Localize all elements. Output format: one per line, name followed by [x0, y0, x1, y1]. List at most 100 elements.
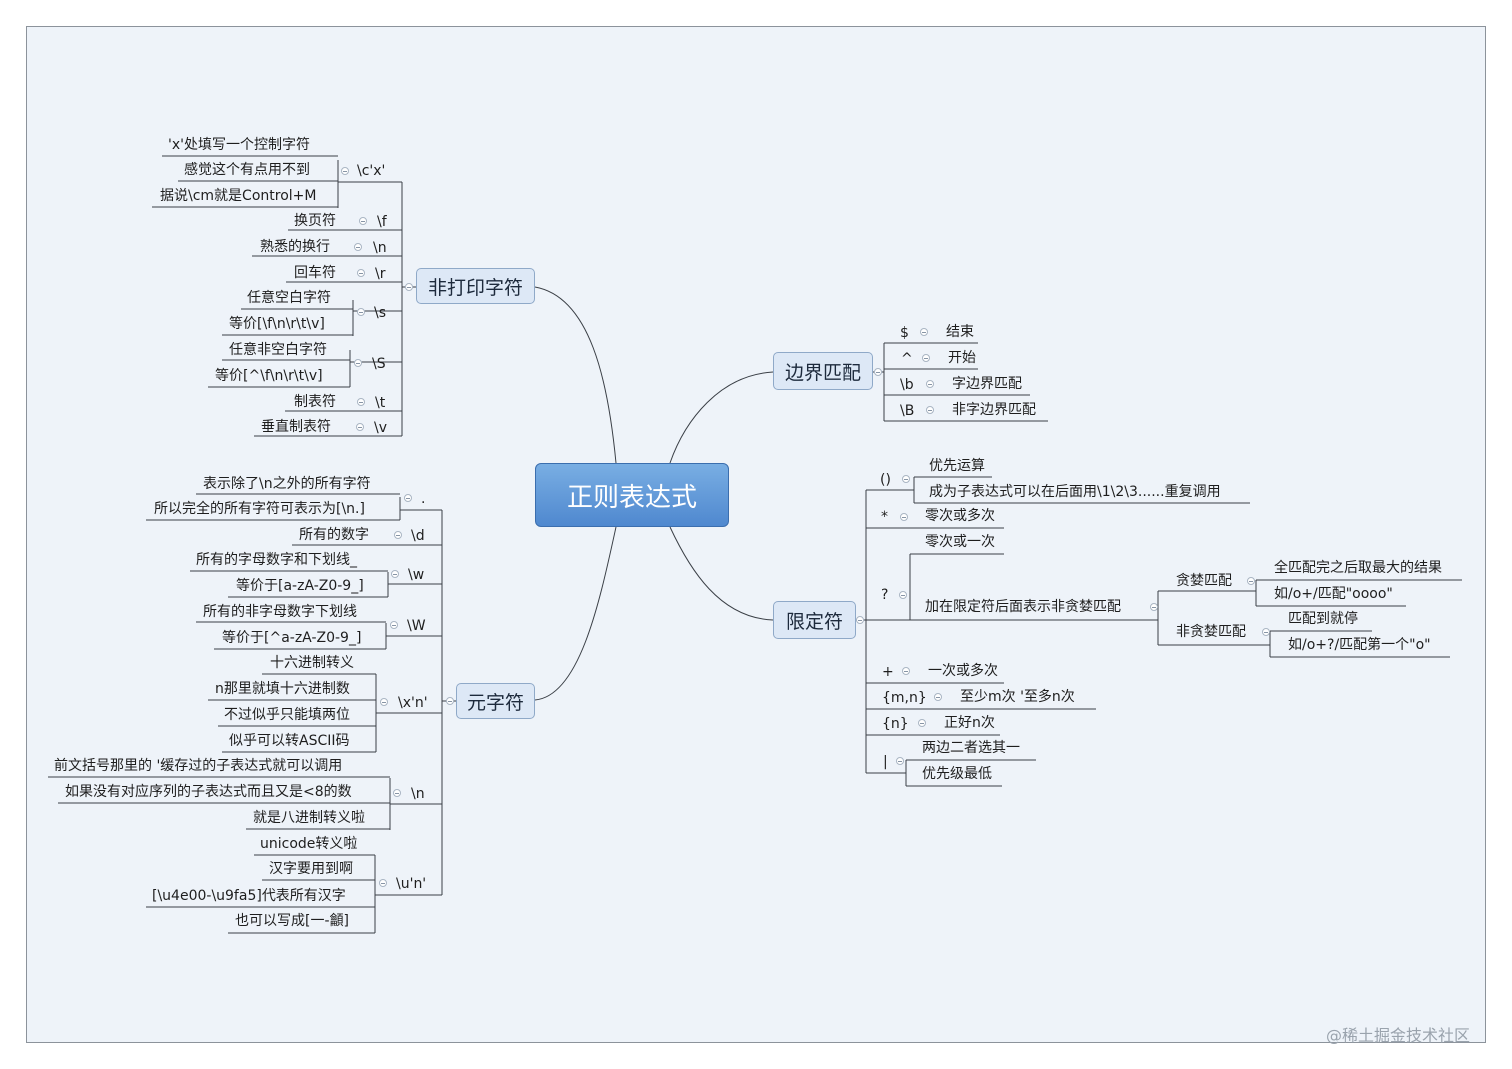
collapse-toggle-icon[interactable]	[379, 879, 387, 887]
node-key[interactable]: \w	[408, 567, 425, 583]
node-key[interactable]: +	[882, 664, 894, 680]
collapse-toggle-icon[interactable]	[874, 368, 882, 376]
collapse-toggle-icon[interactable]	[926, 380, 934, 388]
node-key[interactable]: ?	[881, 587, 889, 603]
node-note[interactable]: 优先级最低	[922, 766, 992, 782]
node-key[interactable]: \n	[411, 786, 425, 802]
root-topic[interactable]: 正则表达式	[535, 463, 729, 527]
collapse-toggle-icon[interactable]	[390, 621, 398, 629]
node-note[interactable]: 也可以写成[一-龥]	[235, 913, 349, 929]
node-note[interactable]: 贪婪匹配	[1176, 573, 1232, 589]
node-note[interactable]: 正好n次	[944, 715, 995, 731]
node-note[interactable]: 等价于[^a-zA-Z0-9_]	[222, 630, 362, 646]
node-note[interactable]: 前文括号那里的 '缓存过的子表达式就可以调用	[54, 758, 343, 774]
node-key[interactable]: .	[421, 491, 426, 507]
collapse-toggle-icon[interactable]	[446, 697, 454, 705]
collapse-toggle-icon[interactable]	[357, 269, 365, 277]
collapse-toggle-icon[interactable]	[357, 398, 365, 406]
node-key[interactable]: \S	[372, 356, 386, 372]
node-note[interactable]: 所有的数字	[299, 527, 369, 543]
collapse-toggle-icon[interactable]	[405, 283, 413, 291]
node-note[interactable]: 成为子表达式可以在后面用\1\2\3......重复调用	[929, 484, 1221, 500]
node-note[interactable]: 任意空白字符	[247, 290, 331, 306]
node-key[interactable]: \W	[407, 618, 426, 634]
collapse-toggle-icon[interactable]	[926, 406, 934, 414]
node-key[interactable]: \d	[411, 528, 425, 544]
collapse-toggle-icon[interactable]	[934, 693, 942, 701]
collapse-toggle-icon[interactable]	[918, 719, 926, 727]
node-note[interactable]: 优先运算	[929, 458, 985, 474]
node-key[interactable]: \b	[900, 377, 914, 393]
node-note[interactable]: 所有的字母数字和下划线_	[196, 552, 357, 568]
node-key[interactable]: {m,n}	[882, 690, 927, 706]
collapse-toggle-icon[interactable]	[380, 698, 388, 706]
node-note[interactable]: 'x'处填写一个控制字符	[168, 137, 310, 153]
node-note[interactable]: 零次或一次	[925, 534, 995, 550]
collapse-toggle-icon[interactable]	[356, 423, 364, 431]
topic-quant[interactable]: 限定符	[773, 601, 856, 639]
node-note[interactable]: 等价[\f\n\r\t\v]	[229, 316, 325, 332]
node-key[interactable]: \B	[900, 403, 915, 419]
node-note[interactable]: 零次或多次	[925, 508, 995, 524]
node-note[interactable]: 等价[^\f\n\r\t\v]	[215, 368, 323, 384]
topic-nonprint[interactable]: 非打印字符	[416, 268, 535, 304]
node-key[interactable]: \n	[373, 240, 387, 256]
collapse-toggle-icon[interactable]	[1150, 603, 1158, 611]
node-key[interactable]: $	[900, 325, 909, 341]
node-note[interactable]: [\u4e00-\u9fa5]代表所有汉字	[152, 888, 346, 904]
node-note[interactable]: 一次或多次	[928, 663, 998, 679]
node-note[interactable]: 如果没有对应序列的子表达式而且又是<8的数	[65, 784, 352, 800]
node-key[interactable]: ()	[880, 472, 891, 488]
node-key[interactable]: \t	[375, 395, 386, 411]
node-key[interactable]: \v	[374, 420, 388, 436]
node-note[interactable]: unicode转义啦	[260, 836, 358, 852]
topic-meta[interactable]: 元字符	[456, 683, 535, 719]
node-note[interactable]: n那里就填十六进制数	[215, 681, 350, 697]
collapse-toggle-icon[interactable]	[354, 243, 362, 251]
collapse-toggle-icon[interactable]	[899, 591, 907, 599]
node-note[interactable]: 等价于[a-zA-Z0-9_]	[236, 578, 364, 594]
node-note[interactable]: 非字边界匹配	[952, 402, 1036, 418]
node-note[interactable]: 至少m次 '至多n次	[960, 689, 1075, 705]
collapse-toggle-icon[interactable]	[404, 494, 412, 502]
node-key[interactable]: ^	[901, 351, 913, 367]
node-note[interactable]: 就是八进制转义啦	[253, 810, 365, 826]
node-note[interactable]: 开始	[948, 350, 976, 366]
node-note[interactable]: 全匹配完之后取最大的结果	[1274, 560, 1442, 576]
node-note[interactable]: 似乎可以转ASCII码	[229, 733, 350, 749]
node-note[interactable]: 垂直制表符	[261, 419, 331, 435]
node-note[interactable]: 两边二者选其一	[922, 740, 1020, 756]
collapse-toggle-icon[interactable]	[856, 616, 864, 624]
node-note[interactable]: 任意非空白字符	[229, 342, 327, 358]
node-note[interactable]: 字边界匹配	[952, 376, 1022, 392]
node-key[interactable]: \u'n'	[396, 876, 427, 892]
topic-boundary[interactable]: 边界匹配	[773, 352, 873, 390]
collapse-toggle-icon[interactable]	[1262, 628, 1270, 636]
collapse-toggle-icon[interactable]	[922, 354, 930, 362]
node-note[interactable]: 制表符	[294, 394, 336, 410]
collapse-toggle-icon[interactable]	[341, 167, 349, 175]
collapse-toggle-icon[interactable]	[920, 328, 928, 336]
node-key[interactable]: \f	[377, 214, 387, 230]
node-note[interactable]: 结束	[946, 324, 974, 340]
collapse-toggle-icon[interactable]	[394, 531, 402, 539]
collapse-toggle-icon[interactable]	[902, 475, 910, 483]
collapse-toggle-icon[interactable]	[393, 789, 401, 797]
node-key[interactable]: \c'x'	[357, 163, 386, 179]
node-note[interactable]: 如/o+/匹配"oooo"	[1274, 586, 1393, 602]
node-note[interactable]: 不过似乎只能填两位	[224, 707, 350, 723]
node-key[interactable]: \s	[374, 305, 387, 321]
node-key[interactable]: \x'n'	[398, 695, 428, 711]
node-note[interactable]: 非贪婪匹配	[1176, 624, 1246, 640]
node-note[interactable]: 匹配到就停	[1288, 611, 1358, 627]
node-note[interactable]: 据说\cm就是Control+M	[160, 188, 317, 204]
node-note[interactable]: 熟悉的换行	[260, 239, 330, 255]
collapse-toggle-icon[interactable]	[354, 359, 362, 367]
collapse-toggle-icon[interactable]	[902, 667, 910, 675]
node-note[interactable]: 感觉这个有点用不到	[184, 162, 310, 178]
collapse-toggle-icon[interactable]	[1247, 577, 1255, 585]
node-key[interactable]: *	[881, 509, 888, 525]
collapse-toggle-icon[interactable]	[900, 513, 908, 521]
node-note[interactable]: 如/o+?/匹配第一个"o"	[1288, 637, 1431, 653]
collapse-toggle-icon[interactable]	[391, 570, 399, 578]
